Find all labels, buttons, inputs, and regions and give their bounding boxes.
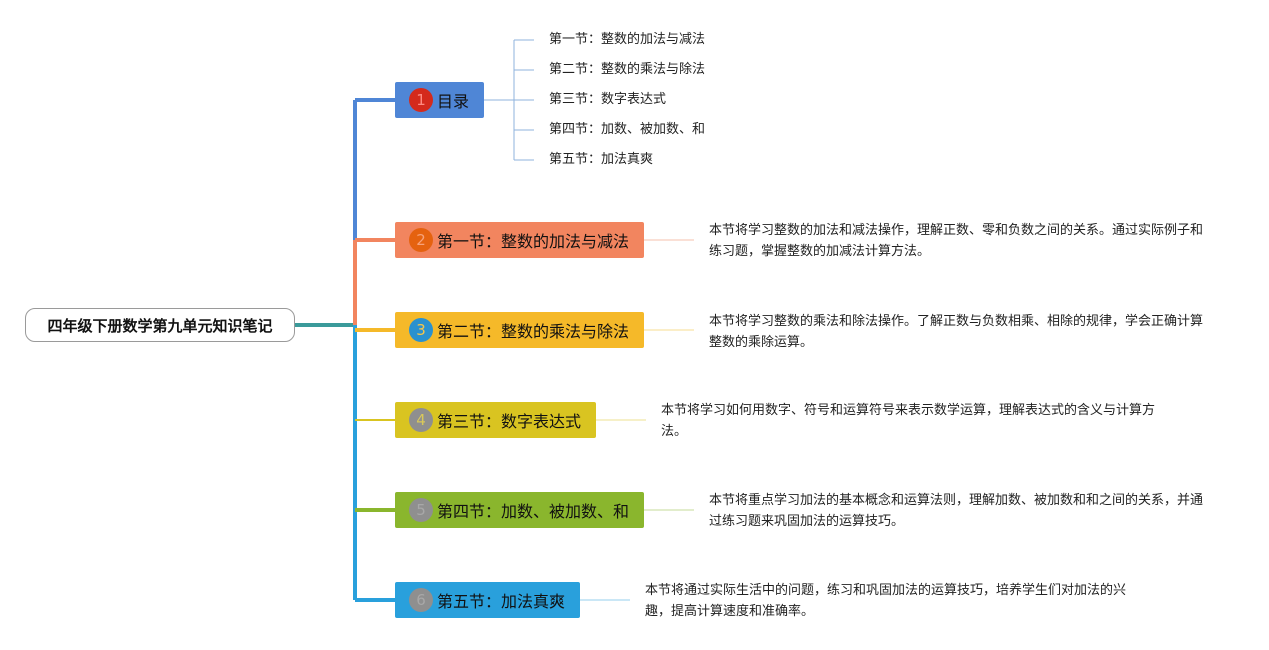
branch-section-4[interactable]: 5 第四节：加数、被加数、和 <box>395 492 644 528</box>
toc-item[interactable]: 第三节：数字表达式 <box>549 92 667 107</box>
branch-label: 第四节：加数、被加数、和 <box>437 502 630 521</box>
branch-number-badge: 6 <box>409 588 433 612</box>
toc-item[interactable]: 第一节：整数的加法与减法 <box>549 32 706 47</box>
branch-section-5[interactable]: 6 第五节：加法真爽 <box>395 582 580 618</box>
root-node[interactable]: 四年级下册数学第九单元知识笔记 <box>25 308 295 342</box>
toc-item[interactable]: 第五节：加法真爽 <box>549 152 654 167</box>
toc-item[interactable]: 第四节：加数、被加数、和 <box>549 122 706 137</box>
branch-number-badge: 3 <box>409 318 433 342</box>
toc-connector <box>484 39 534 161</box>
root-title: 四年级下册数学第九单元知识笔记 <box>47 316 273 335</box>
toc-item[interactable]: 第二节：整数的乘法与除法 <box>549 62 706 77</box>
branch-label: 第一节：整数的加法与减法 <box>437 232 630 251</box>
branch-label: 第二节：整数的乘法与除法 <box>437 322 630 341</box>
branch-number-badge: 5 <box>409 498 433 522</box>
branch-section-1[interactable]: 2 第一节：整数的加法与减法 <box>395 222 644 258</box>
branch-label: 第三节：数字表达式 <box>437 412 582 431</box>
section-4-description: 本节将重点学习加法的基本概念和运算法则，理解加数、被加数和和之间的关系，并通过练… <box>709 493 1204 529</box>
section-5-description: 本节将通过实际生活中的问题，练习和巩固加法的运算技巧，培养学生们对加法的兴趣，提… <box>645 583 1127 619</box>
branch-label: 目录 <box>437 92 470 111</box>
branch-number-badge: 1 <box>409 88 433 112</box>
branch-number-badge: 2 <box>409 228 433 252</box>
branch-toc[interactable]: 1 目录 <box>395 82 484 118</box>
branch-section-2[interactable]: 3 第二节：整数的乘法与除法 <box>395 312 644 348</box>
branch-label: 第五节：加法真爽 <box>437 592 566 611</box>
section-1-description: 本节将学习整数的加法和减法操作，理解正数、零和负数之间的关系。通过实际例子和练习… <box>709 223 1204 259</box>
section-3-description: 本节将学习如何用数字、符号和运算符号来表示数学运算，理解表达式的含义与计算方法。 <box>661 403 1156 439</box>
branch-number-badge: 4 <box>409 408 433 432</box>
branch-section-3[interactable]: 4 第三节：数字表达式 <box>395 402 596 438</box>
section-2-description: 本节将学习整数的乘法和除法操作。了解正数与负数相乘、相除的规律，学会正确计算整数… <box>709 314 1204 350</box>
